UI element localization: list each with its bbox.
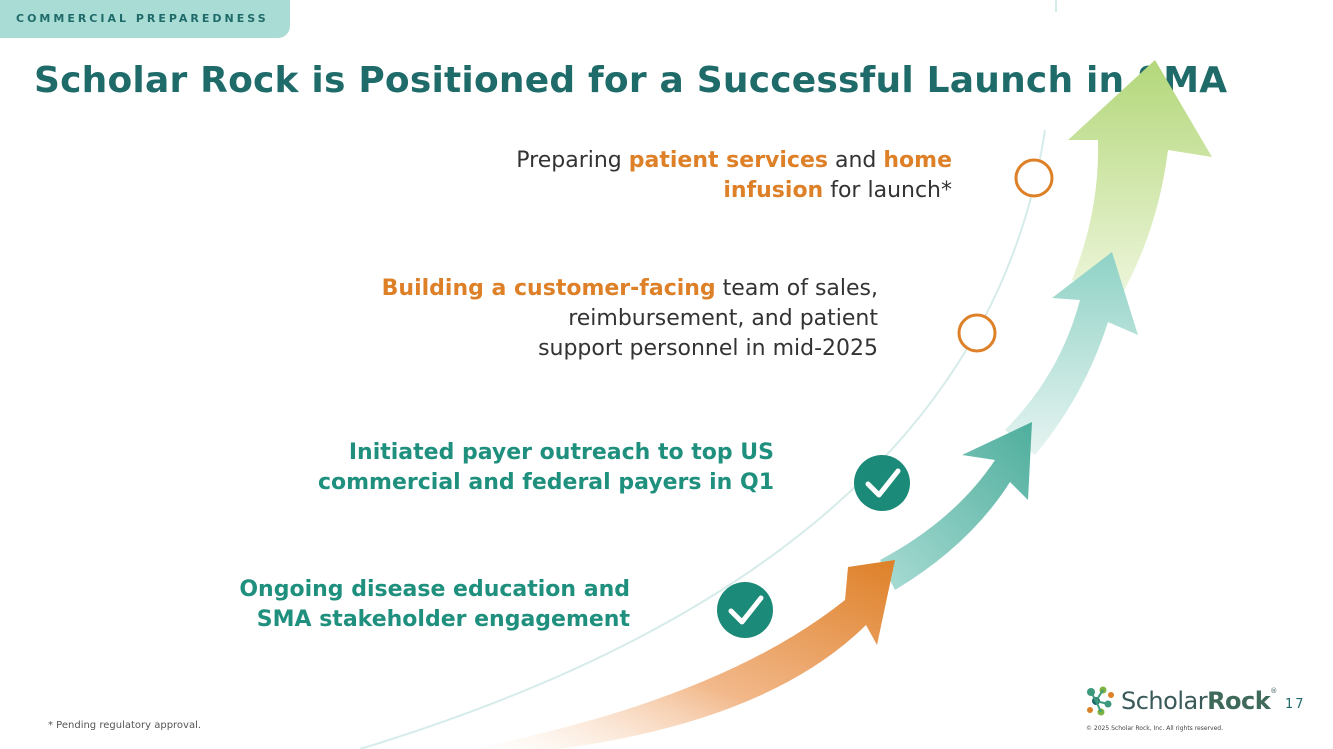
- milestone-text: Ongoing disease education and: [239, 577, 630, 602]
- guide-arc: [359, 129, 1046, 749]
- arrow-orange: [470, 560, 895, 749]
- milestone-text: team of sales,: [715, 276, 878, 301]
- company-logo: ScholarRock®: [1085, 686, 1277, 716]
- milestone-disease-education: Ongoing disease education and SMA stakeh…: [239, 575, 630, 635]
- page-title: Scholar Rock is Positioned for a Success…: [34, 60, 1228, 101]
- logo-mark-icon: [1087, 686, 1114, 716]
- milestone-text: for launch*: [823, 178, 952, 203]
- milestone-payer-outreach: Initiated payer outreach to top US comme…: [318, 438, 774, 498]
- milestone-highlight: Building a customer-facing: [381, 276, 716, 301]
- milestone-text: Initiated payer outreach to top US: [348, 440, 774, 465]
- logo-wordmark: ScholarRock®: [1121, 687, 1277, 715]
- pending-circle-icon: [957, 313, 997, 353]
- page-number: 17: [1285, 697, 1306, 712]
- milestone-text: Preparing: [516, 148, 629, 173]
- checkmark-icon: [854, 455, 910, 511]
- copyright-notice: © 2025 Scholar Rock, Inc. All rights res…: [1086, 725, 1223, 732]
- milestone-text: support personnel in mid-2025: [538, 336, 878, 361]
- footnote: * Pending regulatory approval.: [48, 720, 202, 731]
- arrow-mint: [1005, 252, 1138, 455]
- arrow-green: [1068, 60, 1212, 298]
- arrow-teal: [880, 422, 1032, 590]
- milestone-highlight: patient services: [628, 148, 828, 173]
- milestone-text: and: [827, 148, 884, 173]
- section-tag: COMMERCIAL PREPAREDNESS: [0, 0, 290, 38]
- pending-circle-icon: [1014, 158, 1054, 198]
- milestone-text: SMA stakeholder engagement: [256, 607, 630, 632]
- milestone-highlight: infusion: [723, 178, 824, 203]
- milestone-customer-team: Building a customer-facing team of sales…: [382, 274, 878, 364]
- milestone-patient-services: Preparing patient services and home infu…: [516, 146, 952, 206]
- milestone-text: reimbursement, and patient: [568, 306, 878, 331]
- milestone-highlight: home: [883, 148, 952, 173]
- milestone-text: commercial and federal payers in Q1: [317, 470, 774, 495]
- checkmark-icon: [717, 582, 773, 638]
